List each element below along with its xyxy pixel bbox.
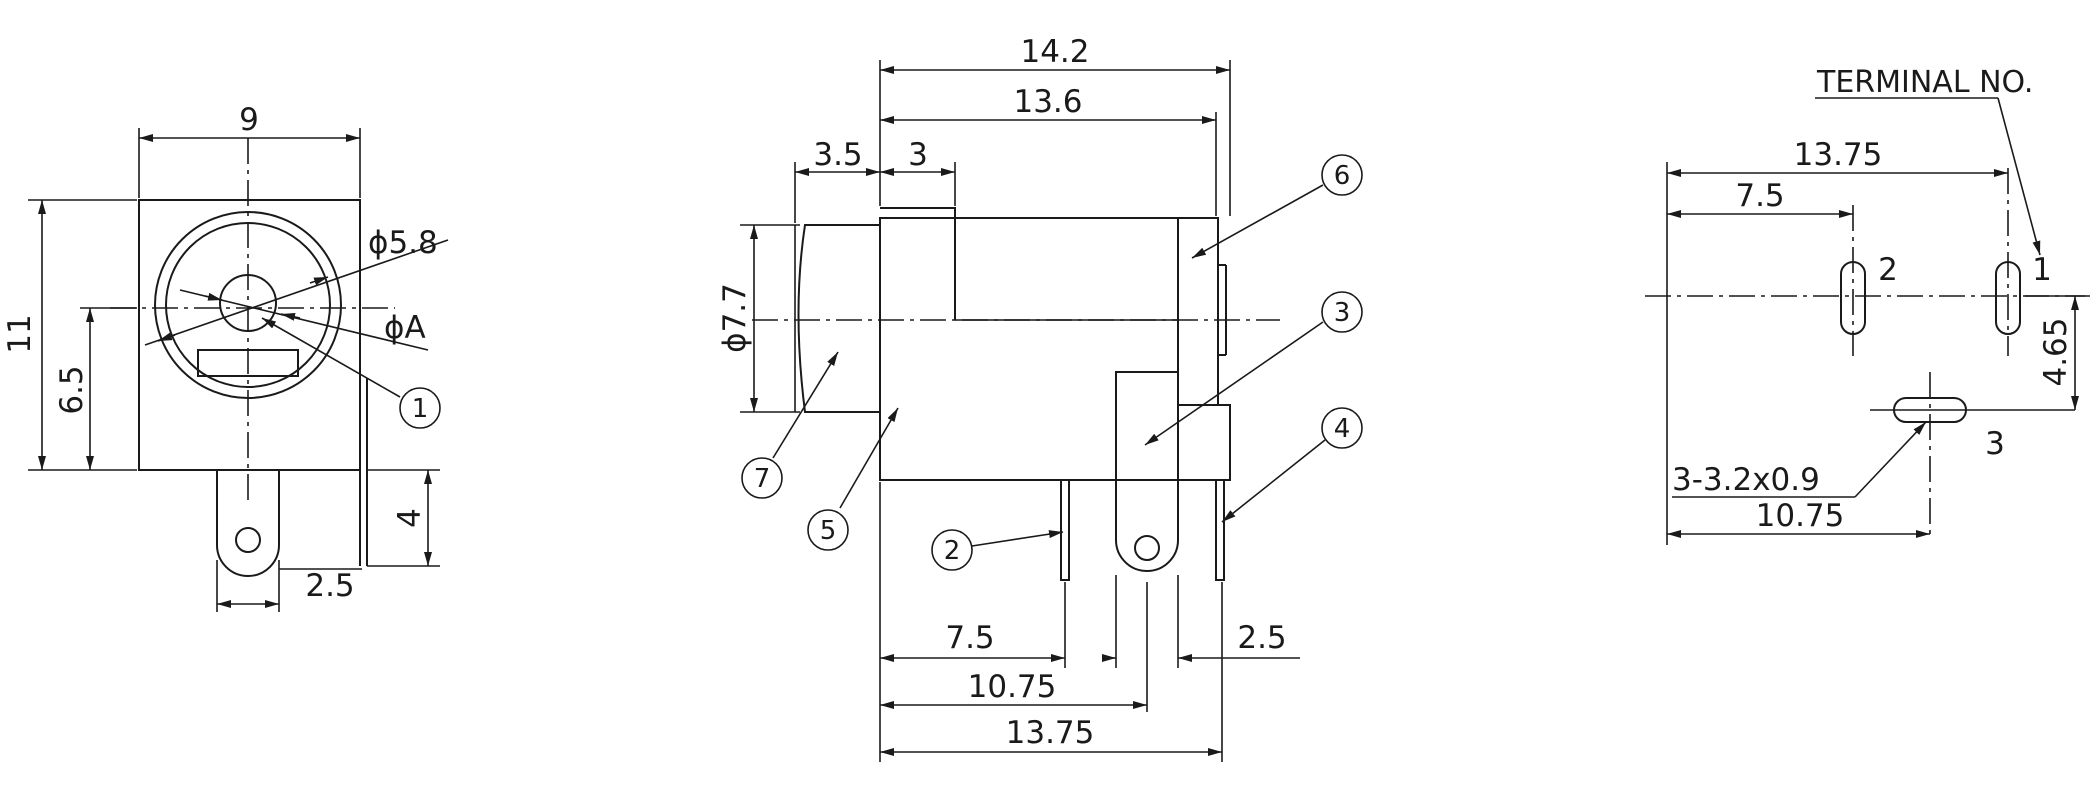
callout-6-label: 6 — [1334, 161, 1351, 191]
dia58-label: ϕ5.8 — [368, 225, 438, 261]
dim-nose-length-label: 3.5 — [813, 137, 862, 173]
callout-4-bubble — [1321, 407, 1363, 449]
front-bottom-tab — [216, 470, 280, 577]
dim-pin3-pos-label: 10.75 — [968, 669, 1057, 705]
dim-span-3-label: 10.75 — [1756, 498, 1845, 534]
dia58-leader — [144, 239, 449, 346]
terminal-no-title: TERMINAL NO. — [1816, 65, 2033, 100]
dim-pin2-pos-label: 7.5 — [945, 620, 994, 656]
dim-width-label: 9 — [239, 102, 259, 138]
side-terminal-2-pin — [1060, 479, 1070, 581]
callout-3-bubble — [1321, 291, 1363, 333]
terminal-3-label: 3 — [1985, 426, 2005, 462]
dim-pin4-pos-label: 13.75 — [1006, 715, 1095, 751]
callout-2-label: 2 — [944, 536, 961, 566]
diaA-label: ϕA — [384, 310, 426, 346]
side-terminal-3-hole — [1134, 535, 1160, 561]
dim-collar-length-label: 3 — [908, 137, 928, 173]
dim-center-height-label: 6.5 — [54, 365, 90, 414]
callout-5-label: 5 — [820, 516, 837, 546]
callout-2-bubble — [931, 529, 973, 571]
front-tab-hole — [235, 527, 261, 553]
side-nose — [797, 224, 880, 413]
dim-height-label: 11 — [2, 314, 38, 353]
callout-5-bubble — [807, 509, 849, 551]
side-terminal-3-lug — [1115, 371, 1179, 572]
dim-pin-spacing-label: 2.5 — [1237, 620, 1286, 656]
front-body-outline — [138, 199, 361, 471]
dim-pin-length-label: 4 — [392, 508, 428, 528]
side-view: 14.2 13.6 3.5 3 ϕ7.7 7.5 10.75 13.75 2.5 — [717, 34, 1363, 762]
footprint-view: TERMINAL NO. 2 1 3 13.75 7.5 10.75 4.6 — [1645, 65, 2090, 545]
dim-span-2-label: 7.5 — [1735, 178, 1784, 214]
callout-6-bubble — [1321, 154, 1363, 196]
callout-1-bubble — [399, 387, 441, 429]
side-collar — [880, 207, 956, 320]
dim-pin-offset-label: 2.5 — [305, 568, 354, 604]
slot-spec-label: 3-3.2x0.9 — [1672, 462, 1820, 498]
dim-span-1-label: 13.75 — [1794, 137, 1883, 173]
callout-3-label: 3 — [1334, 298, 1351, 328]
front-view: 9 11 6.5 4 2.5 ϕ5.8 ϕA 1 — [2, 102, 449, 612]
dim-offset-3-label: 4.65 — [2038, 317, 2074, 386]
callout-4-label: 4 — [1334, 414, 1351, 444]
callout-7-bubble — [741, 457, 783, 499]
terminal-2-label: 2 — [1878, 252, 1898, 288]
side-terminal-4-pin — [1215, 479, 1225, 581]
dim-overall-length-label: 14.2 — [1020, 34, 1089, 70]
terminal-1-label: 1 — [2032, 252, 2052, 288]
dim-body-length-label: 13.6 — [1013, 84, 1082, 120]
callout-7-label: 7 — [754, 464, 771, 494]
callout-1-label: 1 — [412, 394, 429, 424]
dim-nose-diameter-label: ϕ7.7 — [717, 283, 753, 353]
side-body — [879, 217, 1179, 481]
